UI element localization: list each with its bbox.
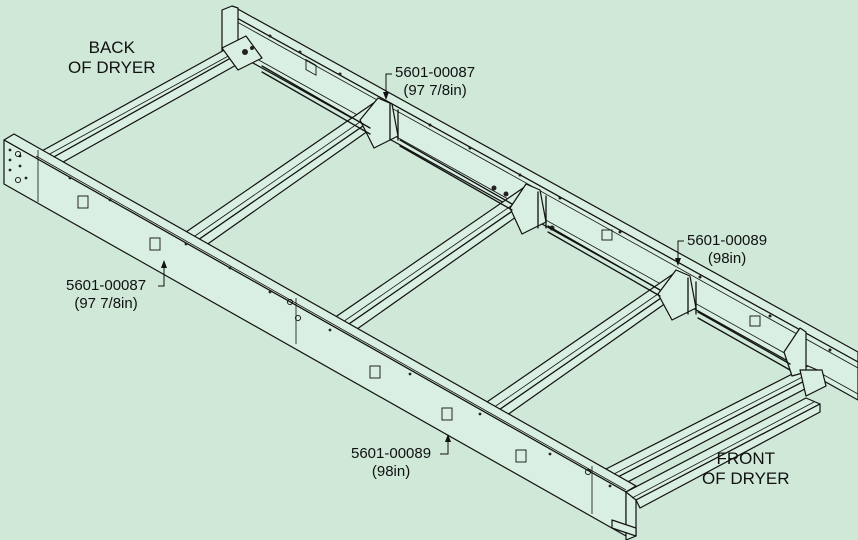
callout-top-rail-back: 5601-00087 (97 7/8in) <box>395 64 475 100</box>
back-of-dryer-label: BACK OF DRYER <box>68 38 156 78</box>
part-length: (98in) <box>707 250 747 267</box>
far-inner-rail <box>261 65 791 371</box>
front-label-line1: FRONT <box>716 449 776 468</box>
part-length: (97 7/8in) <box>403 82 467 99</box>
callout-top-rail-front: 5601-00089 (98in) <box>687 232 767 268</box>
cross-member-2 <box>333 183 555 335</box>
cross-member-3 <box>483 269 697 421</box>
callout-leaders <box>158 73 684 455</box>
callout-bottom-rail-front: 5601-00089 (98in) <box>351 445 431 481</box>
part-length: (97 7/8in) <box>74 295 138 312</box>
front-of-dryer-label: FRONT OF DRYER <box>702 449 790 489</box>
part-number: 5601-00089 <box>351 445 432 462</box>
back-label-line2: OF DRYER <box>68 58 156 77</box>
cross-member-1 <box>185 97 399 249</box>
back-label-line1: BACK <box>88 38 135 57</box>
near-side-rail <box>3 133 637 540</box>
part-number: 5601-00087 <box>395 64 476 81</box>
callout-bottom-rail-back: 5601-00087 (97 7/8in) <box>66 277 146 313</box>
part-length: (98in) <box>371 463 411 480</box>
front-label-line2: OF DRYER <box>702 469 790 488</box>
part-number: 5601-00089 <box>687 232 768 249</box>
front-end-beam <box>625 369 827 509</box>
part-number: 5601-00087 <box>66 277 147 294</box>
back-end-beam <box>39 35 263 167</box>
